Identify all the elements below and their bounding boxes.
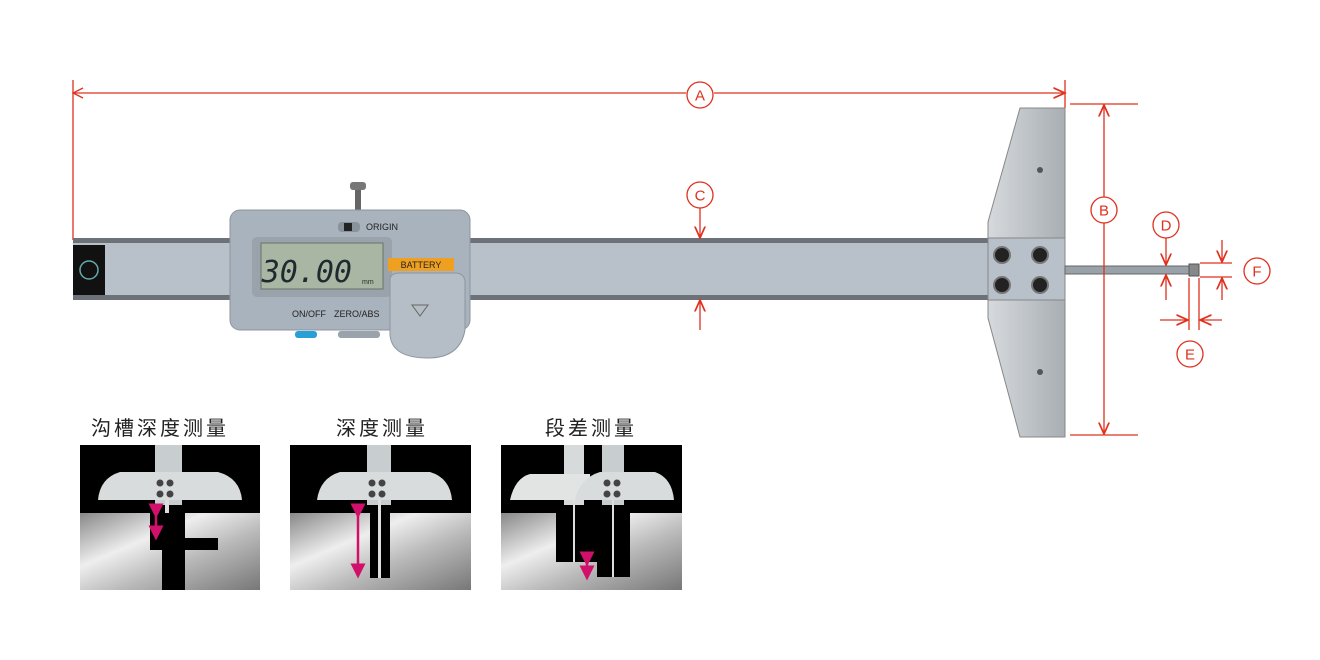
depth-base xyxy=(987,107,1200,438)
display-unit: ORIGIN 30.00 mm BATTERY ON/OFF ZERO/ABS xyxy=(229,182,471,359)
svg-text:mm: mm xyxy=(362,279,374,286)
svg-text:深度测量: 深度测量 xyxy=(336,416,428,440)
svg-text:E: E xyxy=(1185,347,1195,364)
svg-text:A: A xyxy=(695,88,705,105)
brand-logo xyxy=(73,245,105,295)
beam xyxy=(73,238,1003,300)
dimension-a: A xyxy=(71,80,1065,240)
panel-depth: 深度测量 xyxy=(290,416,471,590)
zero-abs-button[interactable] xyxy=(338,331,380,338)
onoff-button[interactable] xyxy=(295,331,317,338)
lcd-reading: 30.00 xyxy=(261,255,352,290)
svg-text:F: F xyxy=(1252,264,1261,281)
origin-button[interactable] xyxy=(344,223,352,231)
zero-abs-label: ZERO/ABS xyxy=(334,309,380,319)
onoff-label: ON/OFF xyxy=(292,309,326,319)
dimension-d: D xyxy=(1152,211,1180,300)
dimension-e: E xyxy=(1160,278,1222,368)
svg-text:段差测量: 段差测量 xyxy=(545,416,637,440)
dimension-c: C xyxy=(686,181,714,330)
panel-groove-depth: 沟槽深度测量 xyxy=(80,416,260,590)
panel-step: 段差测量 xyxy=(501,416,682,590)
dimension-b: B xyxy=(1070,103,1138,436)
svg-text:D: D xyxy=(1161,218,1172,235)
svg-text:B: B xyxy=(1099,203,1109,220)
svg-text:沟槽深度测量: 沟槽深度测量 xyxy=(91,416,229,440)
svg-text:ORIGIN: ORIGIN xyxy=(366,222,398,232)
svg-text:C: C xyxy=(695,188,706,205)
fine-adjust-knob[interactable] xyxy=(350,182,366,190)
svg-text:BATTERY: BATTERY xyxy=(401,260,442,270)
dimension-f: F xyxy=(1200,240,1271,300)
battery-cover[interactable] xyxy=(389,272,466,359)
